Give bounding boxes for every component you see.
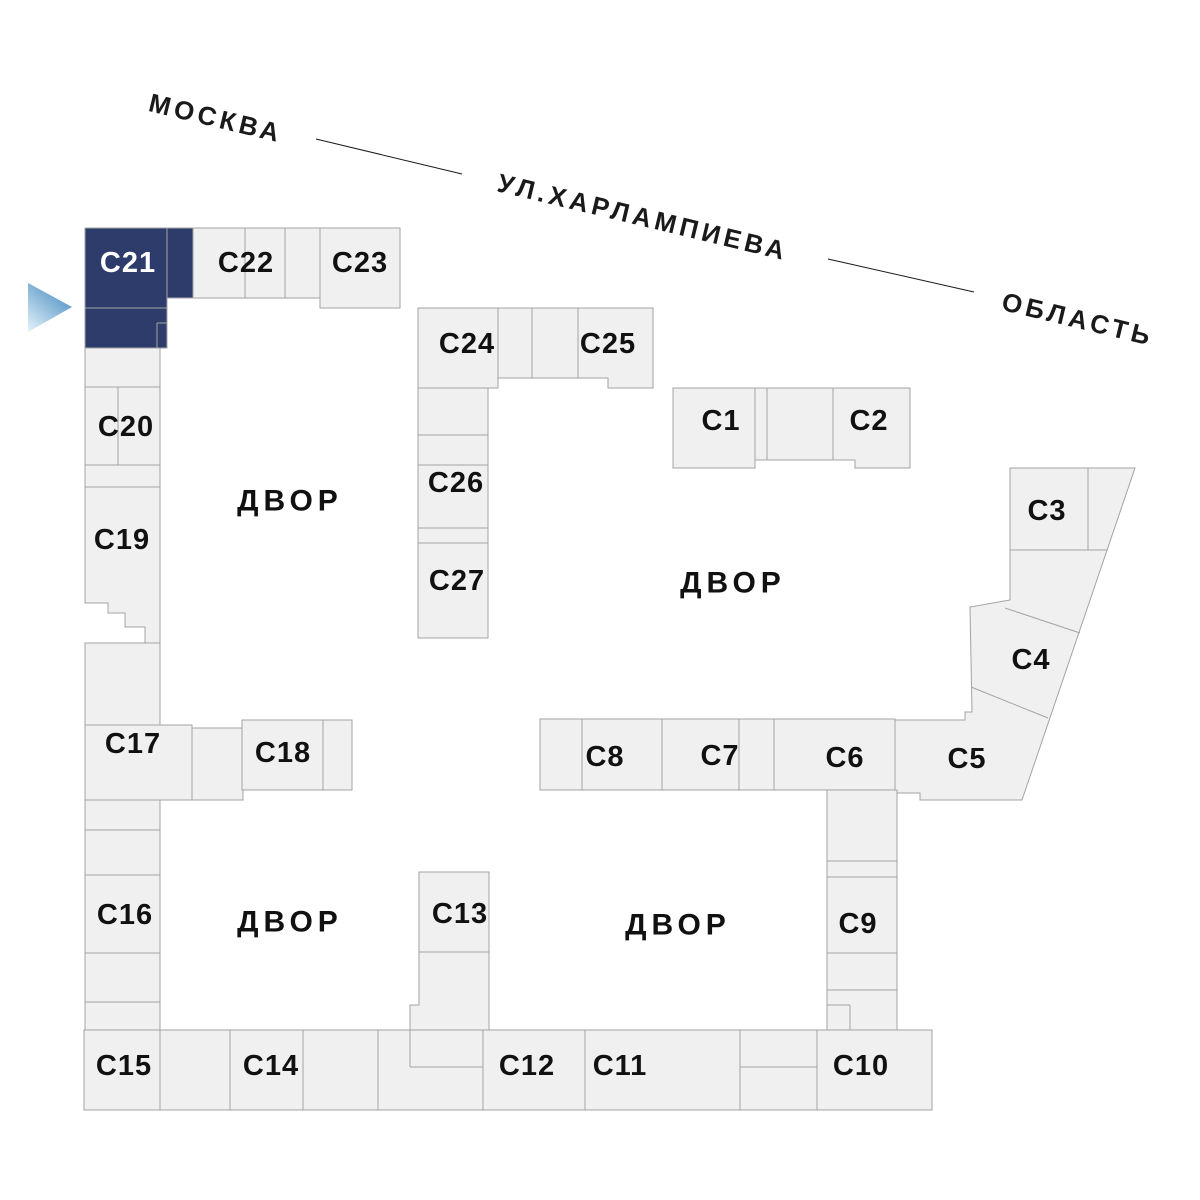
street-label-1: МОСКВА bbox=[146, 87, 286, 148]
block-label-c13[interactable]: С13 bbox=[432, 898, 488, 930]
block-label-c17[interactable]: С17 bbox=[105, 728, 161, 760]
street-label-2: УЛ.ХАРЛАМПИЕВА bbox=[495, 168, 792, 267]
block-label-c5[interactable]: С5 bbox=[947, 743, 986, 775]
block-label-c20[interactable]: С20 bbox=[98, 411, 154, 443]
block-label-c25[interactable]: С25 bbox=[580, 328, 636, 360]
division-line bbox=[970, 686, 1049, 719]
block-label-c9[interactable]: С9 bbox=[838, 908, 877, 940]
block-label-c8[interactable]: С8 bbox=[585, 741, 624, 773]
block-label-c26[interactable]: С26 bbox=[428, 467, 484, 499]
block-label-c21[interactable]: С21 bbox=[100, 247, 156, 279]
block-label-c6[interactable]: С6 bbox=[825, 742, 864, 774]
courtyard-label-1: ДВОР bbox=[237, 485, 343, 518]
building-c13-column[interactable] bbox=[409, 871, 490, 1031]
buildings-layer bbox=[83, 227, 1136, 1111]
building-c1-c2[interactable] bbox=[672, 387, 911, 469]
block-label-c19[interactable]: С19 bbox=[94, 524, 150, 556]
block-label-c1[interactable]: С1 bbox=[701, 405, 740, 437]
building-c21-highlight[interactable] bbox=[84, 227, 194, 349]
block-label-c11[interactable]: С11 bbox=[593, 1050, 648, 1082]
courtyard-label-4: ДВОР bbox=[625, 909, 731, 942]
block-label-c14[interactable]: С14 bbox=[243, 1050, 299, 1082]
block-label-c7[interactable]: С7 bbox=[700, 740, 739, 772]
block-label-c16[interactable]: С16 bbox=[97, 899, 153, 931]
block-label-c18[interactable]: С18 bbox=[255, 737, 311, 769]
block-label-c4[interactable]: С4 bbox=[1011, 644, 1050, 676]
section-dividers bbox=[85, 228, 1107, 1110]
street-label-3: ОБЛАСТЬ bbox=[999, 286, 1157, 351]
block-label-c10[interactable]: С10 bbox=[833, 1050, 889, 1082]
block-label-c15[interactable]: С15 bbox=[96, 1050, 152, 1082]
block-label-c24[interactable]: С24 bbox=[439, 328, 495, 360]
block-label-c2[interactable]: С2 bbox=[849, 405, 888, 437]
block-label-c12[interactable]: С12 bbox=[499, 1050, 555, 1082]
courtyard-labels: ДВОР ДВОР ДВОР ДВОР bbox=[237, 485, 786, 942]
building-c17-annex[interactable] bbox=[191, 727, 244, 801]
building-south-row[interactable] bbox=[83, 1029, 933, 1111]
street-connector-line-1 bbox=[315, 138, 463, 175]
selected-block-arrow-icon bbox=[28, 283, 72, 332]
courtyard-label-2: ДВОР bbox=[680, 567, 786, 600]
building-east-slant[interactable] bbox=[894, 467, 1136, 801]
block-label-c22[interactable]: С22 bbox=[218, 247, 274, 279]
courtyard-label-3: ДВОР bbox=[237, 906, 343, 939]
division-line bbox=[1004, 607, 1081, 634]
block-label-c3[interactable]: С3 bbox=[1027, 495, 1066, 527]
block-label-c27[interactable]: С27 bbox=[429, 565, 485, 597]
street-connector-line-2 bbox=[827, 258, 975, 293]
building-c18[interactable] bbox=[241, 719, 353, 791]
block-label-c23[interactable]: С23 bbox=[332, 247, 388, 279]
